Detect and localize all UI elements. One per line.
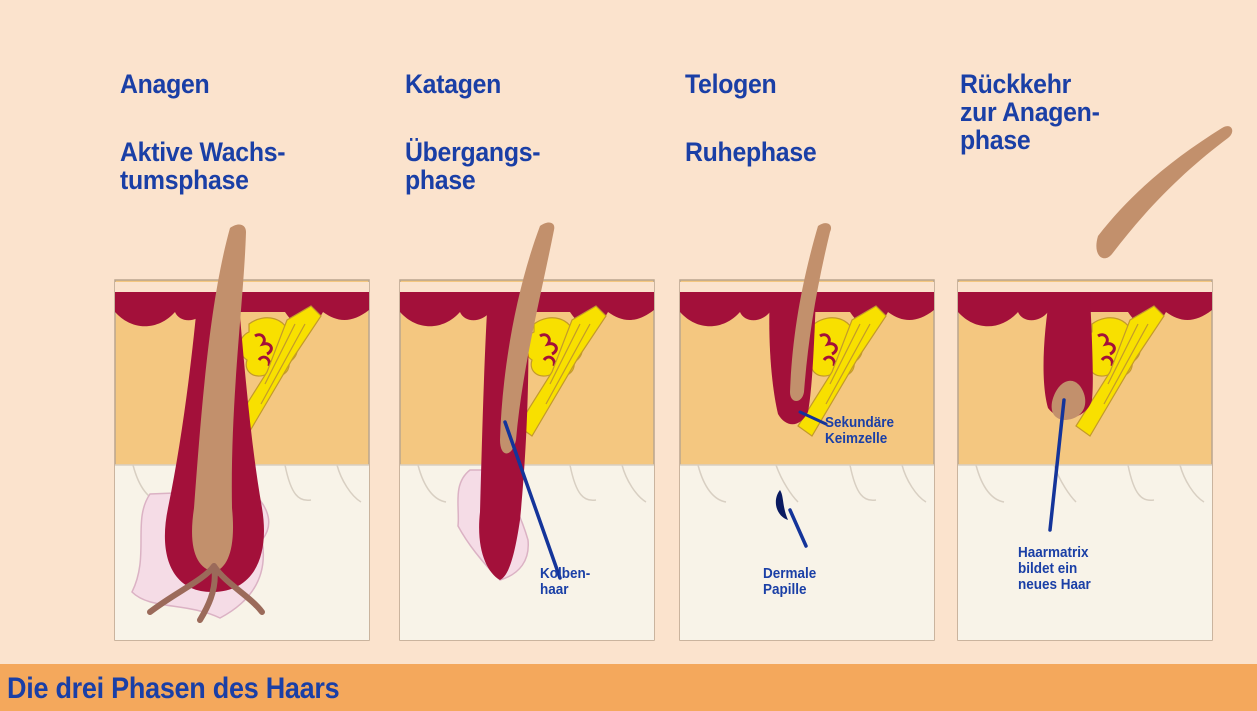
phase-title-anagen: Anagen — [120, 70, 209, 98]
label-sekundaere-keimzelle: Sekundäre Keimzelle — [825, 415, 894, 447]
footer-title: Die drei Phasen des Haars — [7, 672, 339, 706]
phase-description-anagen: Aktive Wachs- tumsphase — [120, 138, 285, 194]
phase-title-return-anagen: Rückkehr zur Anagen- phase — [960, 70, 1100, 154]
phase-description-katagen: Übergangs- phase — [405, 138, 540, 194]
label-kolbenhaar: Kolben- haar — [540, 566, 590, 598]
phase-title-telogen: Telogen — [685, 70, 776, 98]
phase-description-telogen: Ruhephase — [685, 138, 816, 166]
phase-title-katagen: Katagen — [405, 70, 501, 98]
label-dermale-papille: Dermale Papille — [763, 566, 816, 598]
label-haarmatrix: Haarmatrix bildet ein neues Haar — [1018, 545, 1091, 593]
